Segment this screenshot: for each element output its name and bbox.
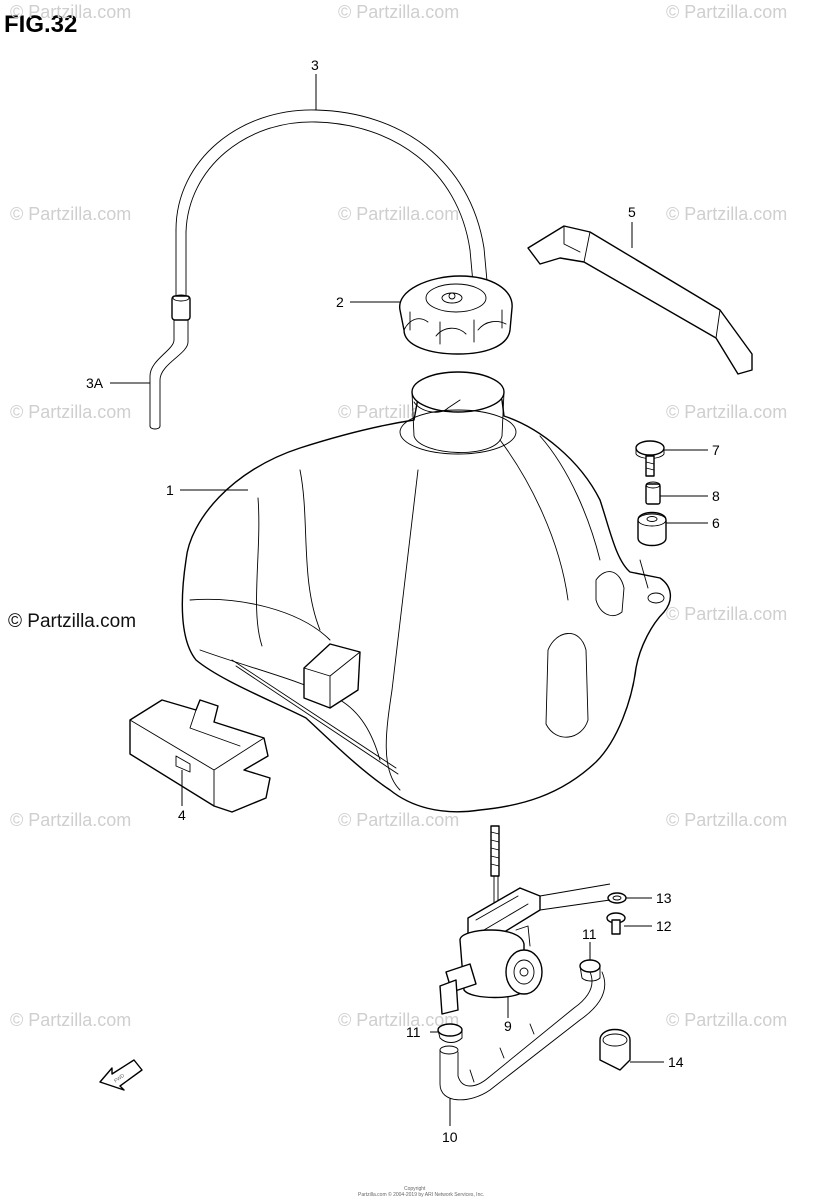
callout-1: 1 xyxy=(166,482,174,498)
clamp-11-upper xyxy=(579,959,601,982)
watermark: © Partzilla.com xyxy=(10,402,131,422)
watermark: © Partzilla.com xyxy=(10,2,131,22)
callout-3: 3 xyxy=(311,57,319,73)
callout-5: 5 xyxy=(628,204,636,220)
collar-8 xyxy=(645,481,661,505)
callout-3a: 3A xyxy=(86,375,104,391)
callouts: 3 2 3A 1 5 7 8 6 4 13 12 11 9 11 14 10 xyxy=(86,57,720,1145)
clip-14 xyxy=(599,1028,631,1071)
fuel-cock-9 xyxy=(439,825,543,1015)
figure-title: FIG.32 xyxy=(4,11,77,38)
watermark: © Partzilla.com xyxy=(10,810,131,830)
callout-11-upper: 11 xyxy=(582,926,597,942)
watermark: © Partzilla.com xyxy=(10,204,131,224)
watermark: © Partzilla.com xyxy=(666,810,787,830)
leader-lines xyxy=(110,74,708,1126)
callout-14: 14 xyxy=(668,1054,684,1070)
screw-12 xyxy=(606,912,626,935)
watermark: © Partzilla.com xyxy=(666,604,787,624)
callout-11-lower: 11 xyxy=(406,1024,421,1040)
clamp-11-lower xyxy=(437,1023,463,1043)
callout-2: 2 xyxy=(336,294,344,310)
callout-10: 10 xyxy=(442,1129,458,1145)
copyright-line: Partzilla.com © 2004-2019 by ARI Network… xyxy=(358,1191,484,1198)
watermark: © Partzilla.com xyxy=(666,2,787,22)
watermark: © Partzilla.com xyxy=(338,810,459,830)
watermark-main: © Partzilla.com xyxy=(8,611,136,632)
watermark: © Partzilla.com xyxy=(666,204,787,224)
watermark: © Partzilla.com xyxy=(338,1010,459,1030)
copyright-label: Copyright xyxy=(404,1186,426,1192)
callout-13: 13 xyxy=(656,890,672,906)
callout-4: 4 xyxy=(178,807,186,823)
cushion-6 xyxy=(637,511,667,547)
watermark: © Partzilla.com xyxy=(338,204,459,224)
short-hose xyxy=(149,319,189,430)
bolt-7 xyxy=(635,440,665,477)
callout-9: 9 xyxy=(504,1018,512,1034)
callout-7: 7 xyxy=(712,442,720,458)
fuel-tank xyxy=(181,371,671,813)
watermark: © Partzilla.com xyxy=(666,1010,787,1030)
callout-6: 6 xyxy=(712,515,720,531)
fuel-cap xyxy=(399,275,513,355)
fwd-arrow-icon: FWD xyxy=(99,1059,143,1091)
tank-strap xyxy=(527,225,753,375)
watermarks: © Partzilla.com © Partzilla.com © Partzi… xyxy=(8,2,787,1030)
fuel-hose-10 xyxy=(439,971,606,1101)
bracket-4 xyxy=(129,699,271,813)
callout-12: 12 xyxy=(656,918,672,934)
fwd-label: FWD xyxy=(113,1073,126,1085)
washer-13 xyxy=(607,892,627,904)
watermark: © Partzilla.com xyxy=(666,402,787,422)
watermark: © Partzilla.com xyxy=(338,2,459,22)
watermark: © Partzilla.com xyxy=(10,1010,131,1030)
callout-8: 8 xyxy=(712,488,720,504)
